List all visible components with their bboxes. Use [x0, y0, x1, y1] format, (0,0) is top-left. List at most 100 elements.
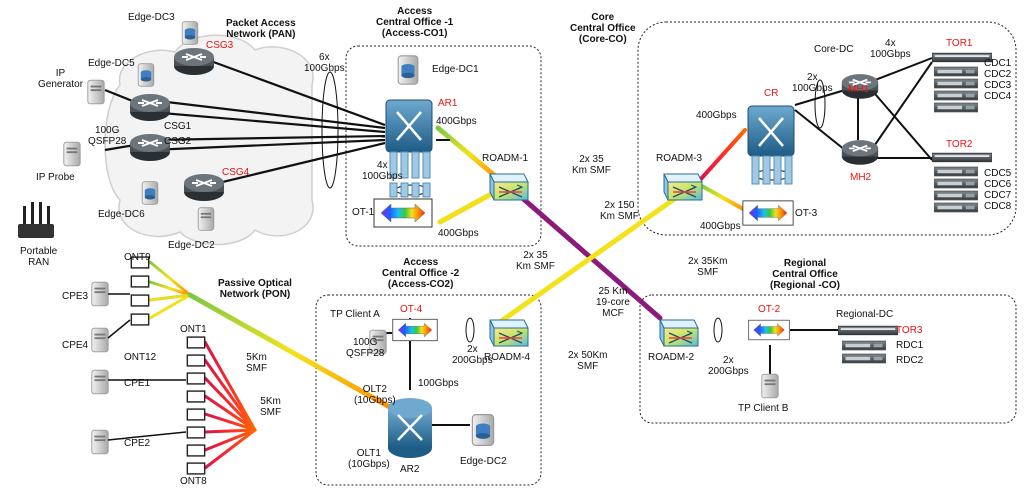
cpe1-label: CPE1: [124, 378, 151, 389]
link-ring-cr-mh: [814, 79, 826, 129]
roadm2-label: ROADM-2: [648, 352, 695, 363]
edge-dc2-pan-server: [197, 207, 215, 231]
csg4-router: [183, 173, 225, 202]
ar1-label: AR1: [438, 98, 458, 109]
edge-dc5-storage: [137, 63, 155, 87]
tor3-switch: [838, 325, 898, 336]
ar2-label: AR2: [400, 464, 420, 475]
edge-dc2-co2-label: Edge-DC2: [460, 456, 507, 467]
core-dc-racks-top: [934, 66, 978, 113]
link-ring-ot2: [713, 317, 723, 343]
csg4-label: CSG4: [222, 167, 250, 178]
csg3-label: CSG3: [206, 40, 234, 51]
ont9-label: ONT9: [124, 252, 151, 263]
edge-dc6-label: Edge-DC6: [98, 209, 145, 220]
cpe4-server: [91, 327, 109, 353]
cpe2-server: [91, 429, 109, 455]
access-co2-box: [315, 294, 542, 486]
mh2-label: MH2: [850, 172, 872, 183]
rdc1-label: RDC1: [896, 340, 924, 351]
olt1-label: OLT1(10Gbps): [348, 448, 390, 470]
ot2-node: [748, 319, 790, 341]
ont12-label: ONT12: [124, 352, 157, 363]
regional-dc-label: Regional-DC: [836, 309, 894, 320]
optical-links: [435, 125, 750, 335]
ip-probe-server: [63, 141, 81, 167]
mh2-router: [840, 139, 880, 166]
tp-client-b-server: [761, 373, 779, 399]
portable-ran-device: [18, 202, 54, 238]
cr-router: [747, 105, 795, 185]
ont8-label: ONT8: [180, 476, 207, 487]
ot4-label: OT-4: [400, 304, 423, 315]
ot4-node: [392, 318, 438, 342]
tp-client-b-label: TP Client B: [738, 403, 789, 414]
ar2-router: [388, 398, 432, 458]
ot2-label: OT-2: [758, 304, 781, 315]
edge-dc3-storage: [181, 21, 199, 45]
roadm4-label: ROADM-4: [484, 352, 531, 363]
roadm2-node: [659, 319, 699, 347]
edge-dc6-storage: [141, 181, 159, 205]
ont-group-upper: [130, 256, 150, 326]
edge-dc2-co2-storage: [471, 414, 495, 446]
cpe-links: [107, 293, 187, 441]
tor2-switch: [932, 152, 992, 163]
cpe3-label: CPE3: [62, 291, 89, 302]
ot1-400gbps-label: 400Gbps: [438, 228, 479, 239]
roadm1-node: [489, 173, 529, 201]
ip-probe-label: IP Probe: [36, 172, 75, 183]
ar1-400gbps-label: 400Gbps: [436, 116, 477, 127]
edge-dc1-label: Edge-DC1: [432, 64, 479, 75]
regional-dc-rack-1: [842, 340, 886, 351]
roadm3-node: [663, 173, 703, 201]
pon-fibers: [148, 260, 398, 470]
regional-dc-rack-2: [842, 353, 886, 364]
roadm1-label: ROADM-1: [482, 153, 529, 164]
link-ring-ot4: [465, 317, 475, 343]
pan-link-bundle-ring: [321, 71, 339, 189]
ot3-node: [742, 200, 794, 226]
edge-dc5-label: Edge-DC5: [88, 58, 135, 69]
access-co1-box: [345, 45, 542, 247]
edge-dc3-label: Edge-DC3: [128, 12, 175, 23]
ont-group-lower: [186, 336, 206, 475]
edge-dc2-pan-label: Edge-DC2: [168, 240, 215, 251]
ar1-router: [385, 99, 433, 198]
pan-links: [104, 58, 386, 187]
core-co-box: [637, 21, 1017, 236]
cpe4-label: CPE4: [62, 340, 89, 351]
cr-400gbps-label: 400Gbps: [696, 110, 737, 121]
ot3-label: OT-3: [795, 208, 818, 219]
regional-co-box: [639, 294, 1017, 424]
ot1-label: OT-1: [352, 207, 375, 218]
core-dc-label: Core-DC: [814, 44, 854, 55]
ot1-node: [373, 198, 433, 228]
cpe3-server: [91, 281, 109, 307]
mh1-label: MH1: [848, 84, 870, 95]
